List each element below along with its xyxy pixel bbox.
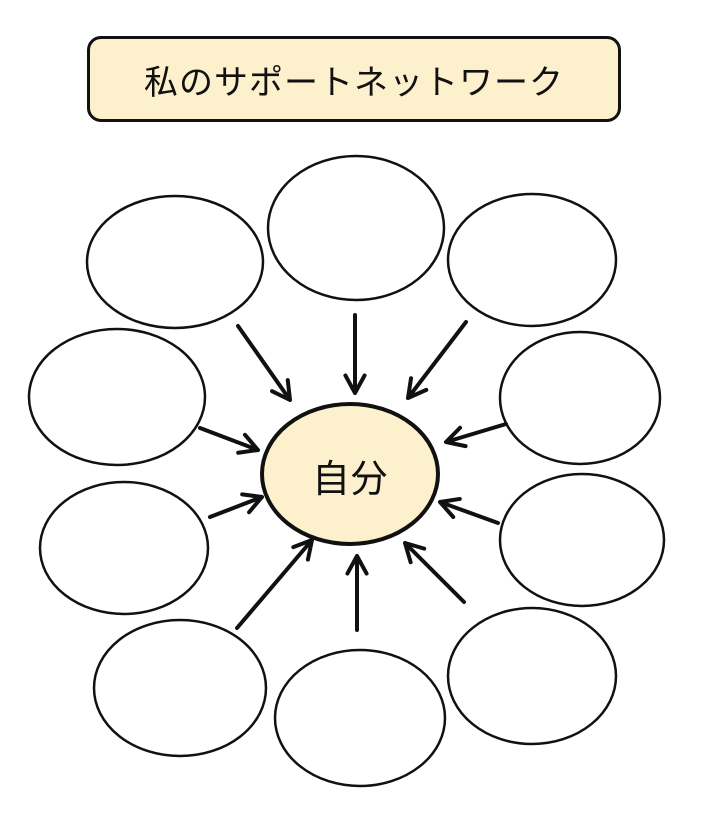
support-node-6 — [38, 480, 210, 616]
support-node-2 — [266, 154, 446, 302]
arrow-7 — [438, 496, 500, 525]
arrow-4 — [198, 426, 260, 455]
support-node-5 — [498, 330, 662, 466]
support-node-1 — [85, 194, 265, 330]
support-node-9 — [273, 648, 447, 788]
arrow-3 — [406, 320, 468, 400]
support-node-8 — [92, 618, 268, 758]
arrow-8 — [235, 538, 314, 630]
center-node-self — [260, 402, 440, 546]
arrow-1 — [236, 324, 292, 402]
title-box: 私のサポートネットワーク — [87, 36, 621, 122]
support-node-7 — [498, 472, 666, 608]
arrow-5 — [444, 422, 508, 449]
center-label: 自分 — [311, 456, 388, 501]
support-node-10 — [446, 606, 618, 746]
arrow-9 — [345, 554, 369, 632]
arrow-2 — [343, 313, 367, 395]
support-node-3 — [446, 192, 618, 328]
support-node-4 — [27, 327, 207, 467]
arrow-10 — [403, 541, 466, 604]
arrow-6 — [208, 492, 264, 519]
title-text: 私のサポートネットワーク — [144, 62, 564, 103]
